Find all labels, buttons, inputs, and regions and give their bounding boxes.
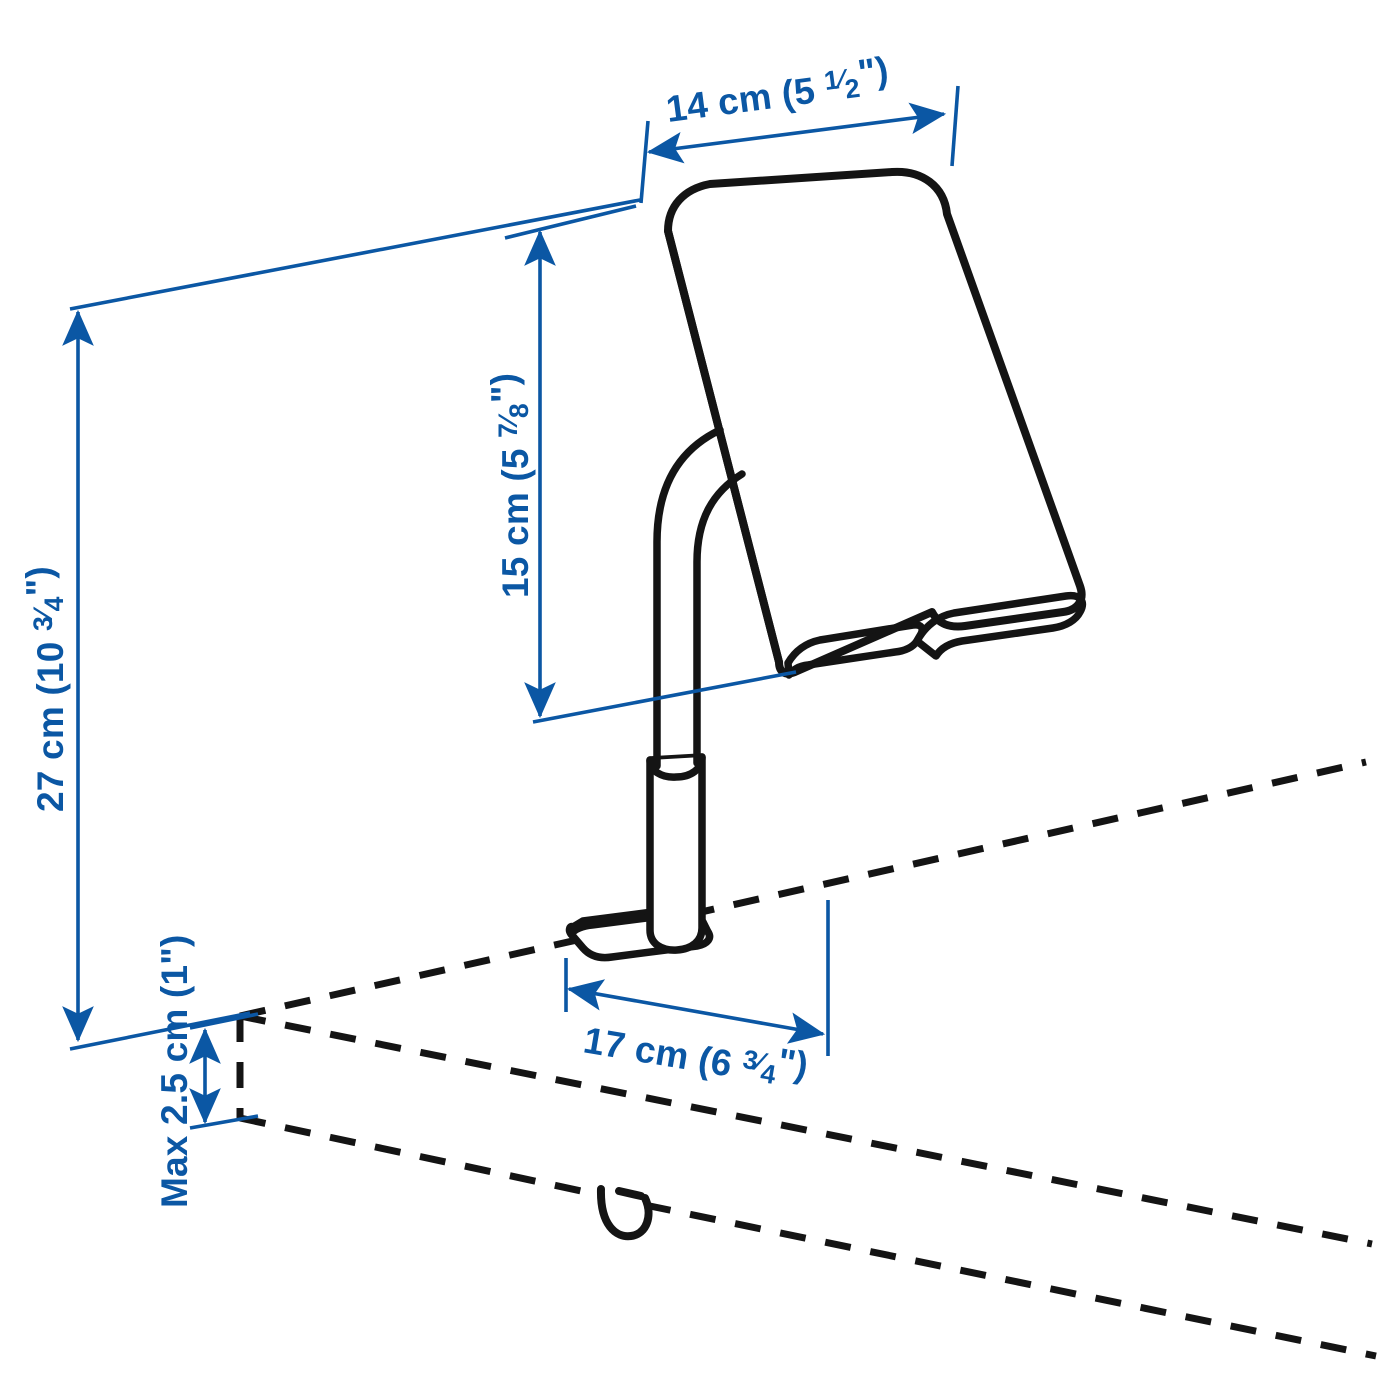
- ext-line-left: [639, 120, 650, 204]
- dimension-max-2-5cm: [189, 1012, 259, 1130]
- dimension-label-15cm: 15 cm (5 7⁄8"): [484, 373, 536, 598]
- ext-line-bottom: [189, 1114, 259, 1130]
- dim-line-14cm: [646, 102, 947, 164]
- ext-line-bottom: [69, 1011, 251, 1051]
- clamp-screw-knob: [596, 1185, 653, 1241]
- ext-line-top: [69, 198, 641, 311]
- dimension-17cm: [564, 900, 830, 1056]
- dimension-15cm: [504, 204, 797, 724]
- dimension-label-17cm: 17 cm (6 3⁄4"): [581, 1009, 812, 1097]
- dimension-label-27cm: 27 cm (10 3⁄4"): [19, 566, 71, 812]
- tablet-holder-plate: [664, 167, 1086, 678]
- dim-line-17cm: [566, 979, 826, 1044]
- dimension-label-14cm: 14 cm (5 1⁄2"): [662, 49, 892, 130]
- desk-tabletop: [236, 758, 1377, 1360]
- ext-line-right: [950, 85, 960, 167]
- ext-line-top: [189, 1012, 259, 1030]
- dimension-27cm: [62, 198, 641, 1051]
- telescoping-lower-stem: [646, 753, 706, 954]
- dimension-14cm: [639, 85, 960, 204]
- ext-line-bottom: [532, 670, 797, 724]
- dimension-label-max-2-5cm: Max 2.5 cm (1"): [154, 935, 195, 1209]
- holder-bottom-ledge: [784, 591, 1087, 679]
